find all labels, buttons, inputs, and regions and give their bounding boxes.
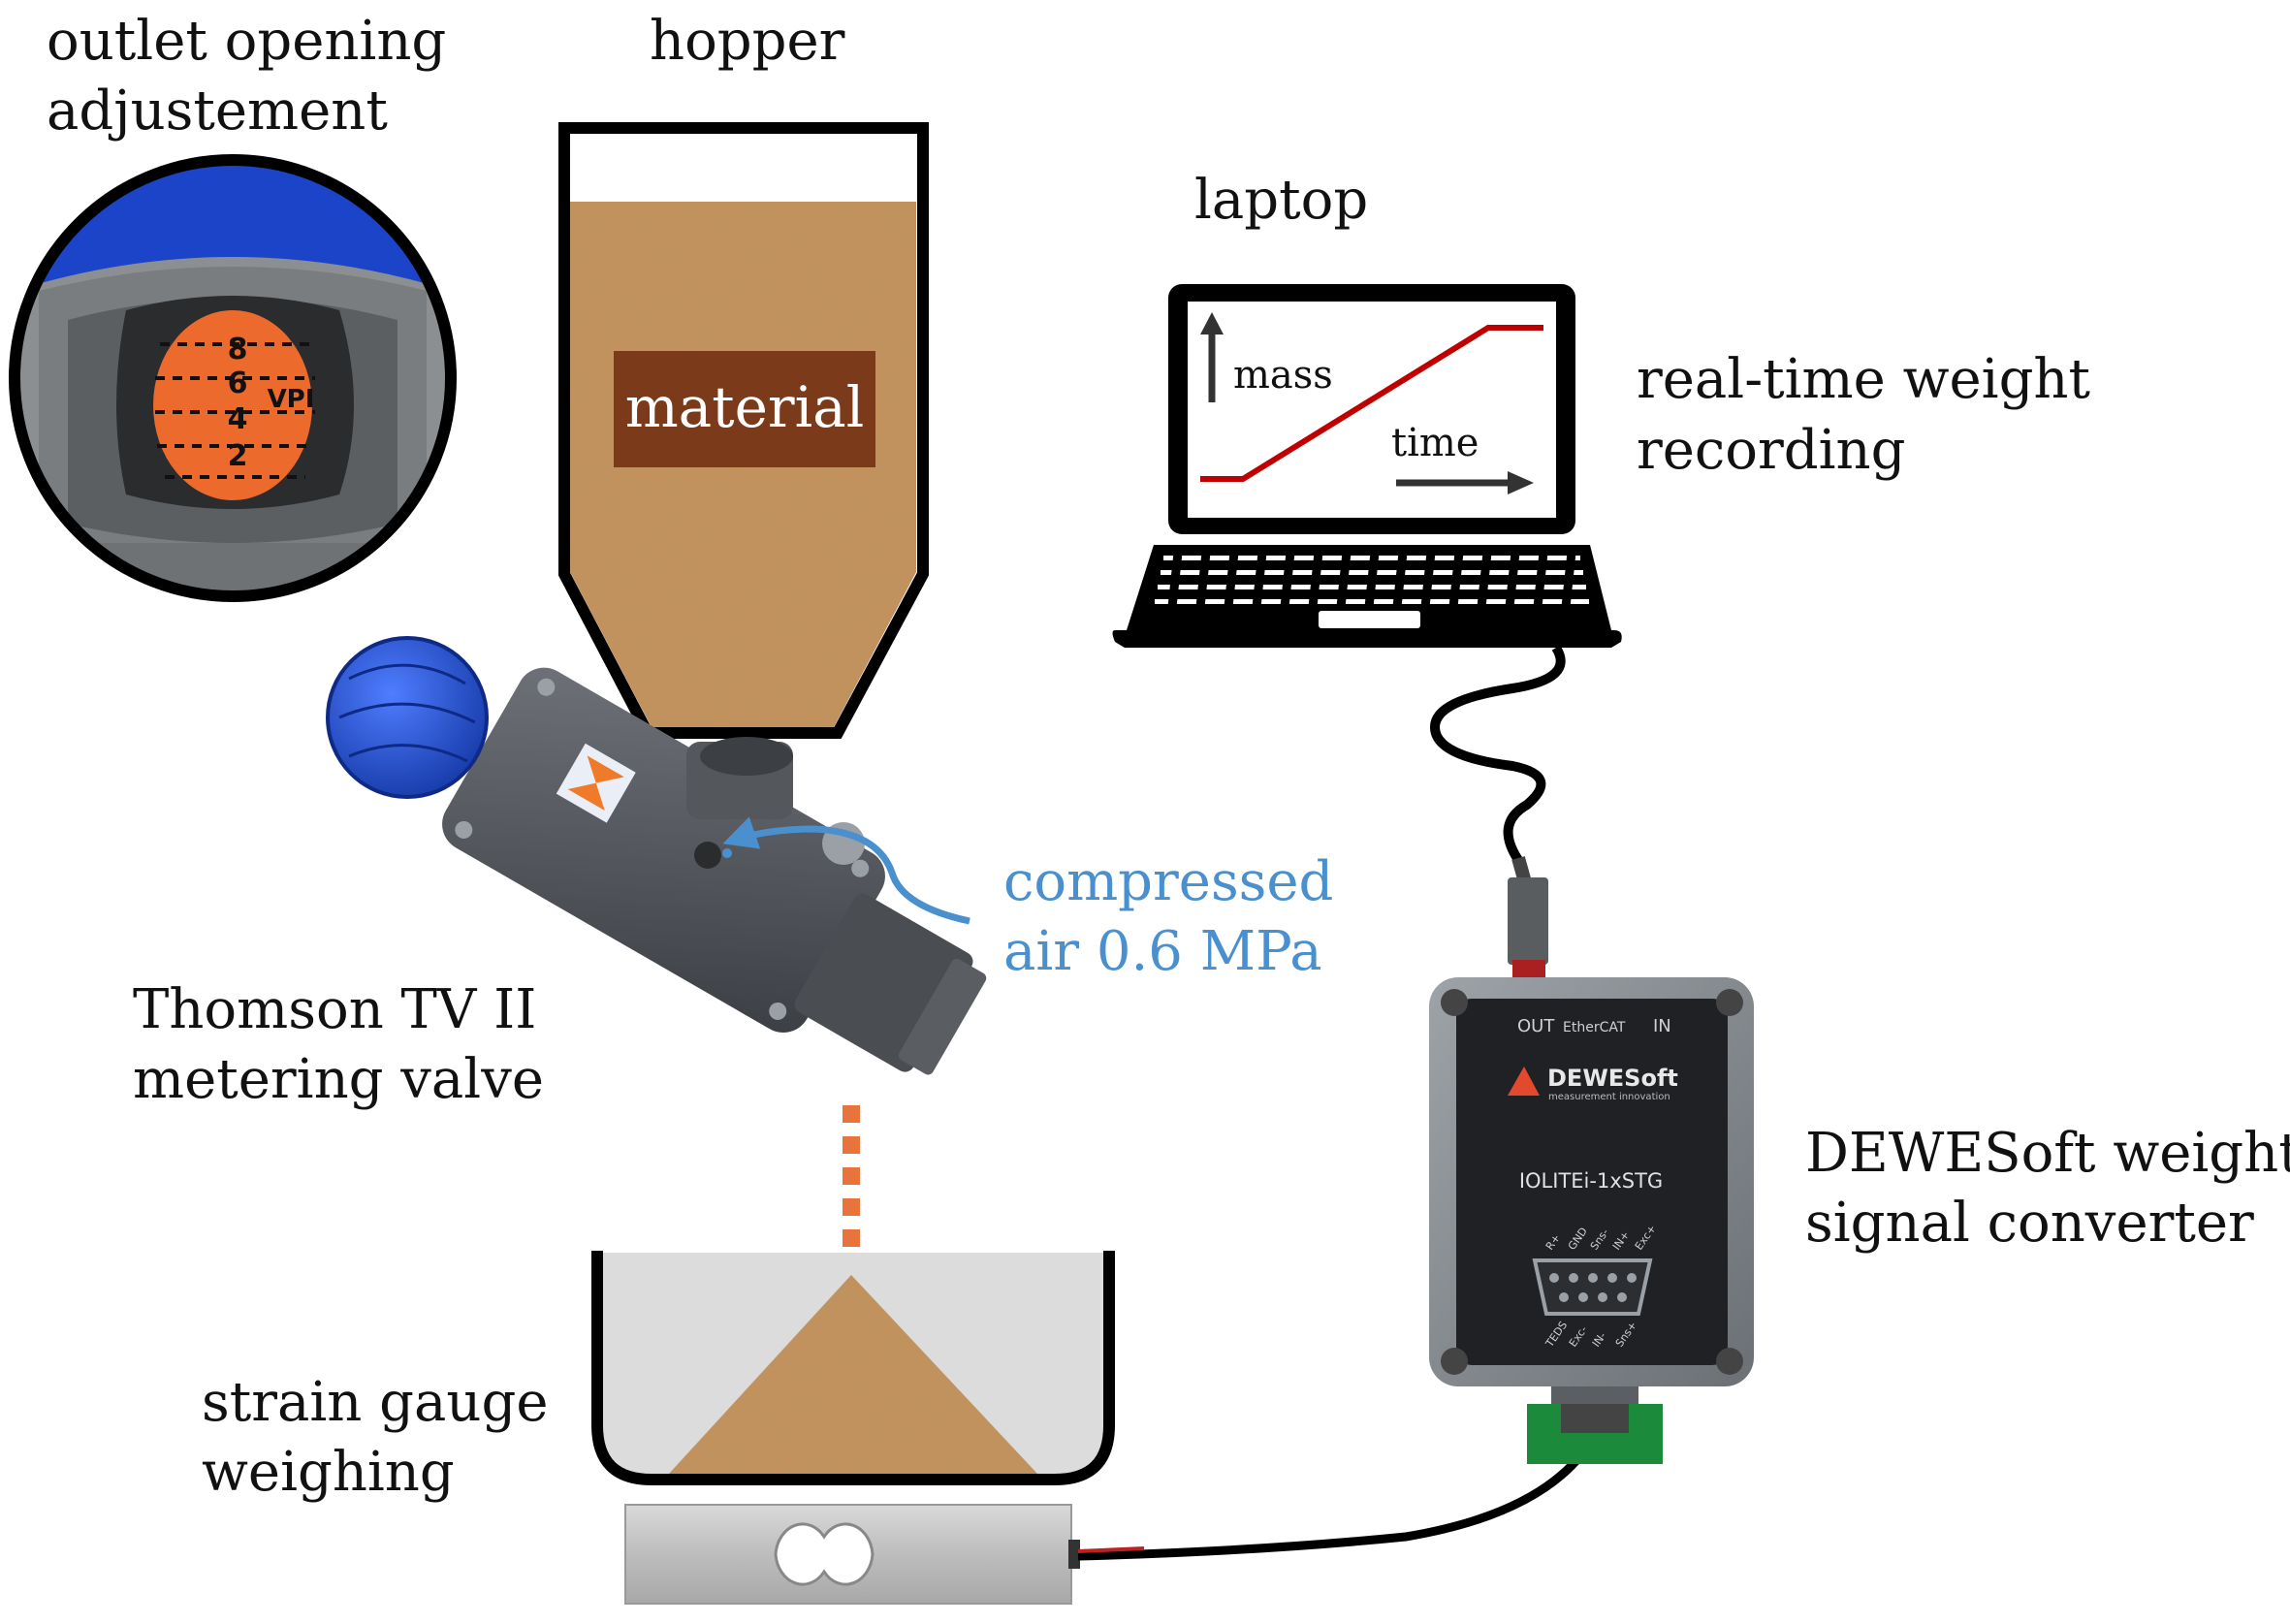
laptop-cable [1429, 645, 1566, 866]
mass-curve [1200, 325, 1543, 482]
converter-device: OUT EtherCAT IN DEWESoft measurement inn… [1429, 977, 1754, 1464]
port-out-label: OUT [1517, 1016, 1555, 1036]
port-in-label: IN [1653, 1016, 1671, 1036]
valve-label-line2: metering valve [133, 1048, 544, 1111]
db9-connector [1532, 1258, 1653, 1316]
dial-mark-4: 4 [228, 402, 248, 436]
realtime-label-line2: recording [1637, 419, 1906, 482]
dial-marking-vpi: VPI [268, 385, 315, 414]
metering-valve [326, 636, 987, 1075]
laptop: mass time [1112, 284, 1622, 648]
time-label: time [1391, 421, 1479, 465]
dial-mark-6: 6 [228, 366, 248, 400]
converter-label-line1: DEWESoft weight [1805, 1122, 2290, 1185]
outlet-label-line2: adjustement [47, 80, 388, 143]
mass-label: mass [1233, 353, 1333, 398]
compressed-air-label-line2: air 0.6 MPa [1003, 920, 1322, 983]
bus-label: EtherCAT [1563, 1020, 1626, 1035]
converter-label-line2: signal converter [1805, 1192, 2254, 1255]
realtime-label-line1: real-time weight [1637, 348, 2090, 411]
dewesoft-logo-icon [1508, 1067, 1540, 1096]
compressed-air-label-line1: compressed [1003, 850, 1334, 913]
outlet-label-line1: outlet opening [47, 10, 447, 73]
load-cell [624, 1504, 1080, 1605]
hopper-label: hopper [650, 10, 845, 73]
material-label: material [625, 374, 865, 440]
weighing-container [591, 1251, 1115, 1485]
load-cell-cable [1077, 1432, 1599, 1561]
strain-label-line2: weighing [202, 1441, 455, 1504]
model-label: IOLITEi-1xSTG [1519, 1169, 1663, 1193]
adjuster-photo: 8 6 4 2 VPI [9, 154, 457, 602]
dial-mark-2: 2 [228, 439, 248, 473]
laptop-label: laptop [1194, 169, 1369, 232]
material-label-box [614, 351, 875, 467]
dial-mark-8: 8 [228, 333, 248, 366]
valve-label-line1: Thomson TV II [133, 978, 537, 1041]
brand-label: DEWESoft [1547, 1065, 1678, 1092]
tagline-label: measurement innovation [1548, 1092, 1670, 1102]
strain-label-line1: strain gauge [202, 1371, 549, 1434]
hopper: material [558, 122, 929, 739]
air-arrow [722, 816, 970, 925]
